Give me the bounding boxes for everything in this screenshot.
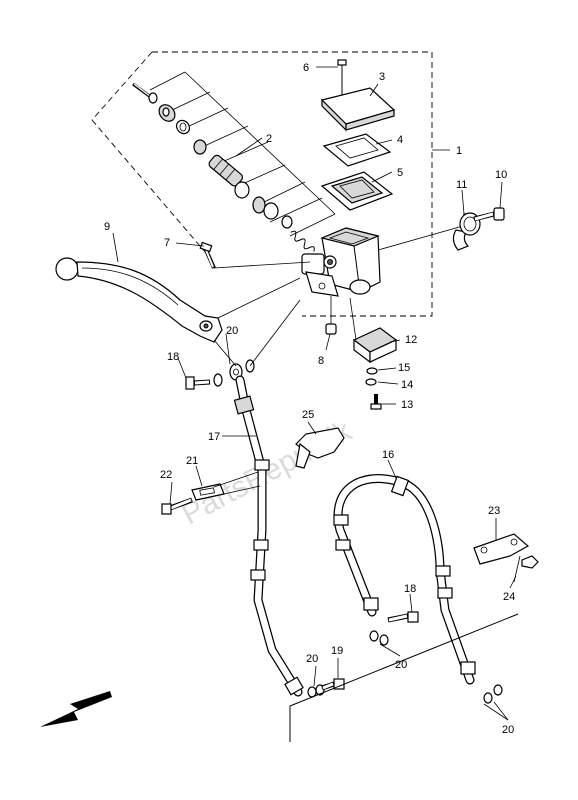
callout-8: 8 — [318, 355, 324, 367]
callout-20-lower-right: 20 — [502, 724, 514, 736]
upper-banjo-connection — [185, 299, 301, 390]
callout-25: 25 — [302, 409, 314, 421]
callout-13: 13 — [401, 399, 413, 411]
callout-12: 12 — [405, 334, 417, 346]
brake-switch-parts — [325, 296, 398, 410]
callout-7: 7 — [164, 237, 170, 249]
callout-20-middle: 20 — [395, 659, 407, 671]
callout-3: 3 — [379, 71, 385, 83]
callout-5: 5 — [397, 167, 403, 179]
callout-18-lower: 18 — [404, 583, 416, 595]
master-cylinder-body — [301, 223, 471, 297]
bracket-25 — [295, 427, 345, 469]
callout-18-upper: 18 — [167, 351, 179, 363]
callout-16: 16 — [382, 449, 394, 461]
callout-4: 4 — [397, 134, 403, 146]
callout-22: 22 — [160, 469, 172, 481]
master-cylinder-group-box — [91, 51, 433, 317]
callout-17: 17 — [208, 431, 220, 443]
brake-lever — [55, 241, 311, 343]
piston-kit-parts — [132, 71, 336, 252]
callout-20-lower-left: 20 — [306, 653, 318, 665]
callout-14: 14 — [401, 379, 413, 391]
bracket-23 — [473, 533, 539, 583]
callout-15: 15 — [398, 362, 410, 374]
lower-brake-hoses — [333, 474, 503, 704]
upper-brake-hose — [233, 375, 304, 697]
callout-6: 6 — [303, 62, 309, 74]
hose-guide — [161, 471, 261, 515]
lower-group-box — [289, 613, 519, 742]
reservoir-cap-stack — [320, 59, 396, 211]
callout-2: 2 — [266, 133, 272, 145]
callout-24: 24 — [503, 591, 515, 603]
callout-19: 19 — [331, 645, 343, 657]
handlebar-clamp — [452, 207, 505, 251]
callout-11: 11 — [456, 179, 467, 191]
callout-9: 9 — [104, 221, 110, 233]
callout-21: 21 — [186, 455, 198, 467]
callout-1: 1 — [456, 145, 462, 157]
callout-20-upper: 20 — [226, 325, 238, 337]
callout-23: 23 — [488, 505, 500, 517]
callout-labels: 1 2 3 4 5 6 7 8 9 10 11 12 13 14 15 16 1… — [104, 62, 515, 736]
lower-left-banjo — [307, 678, 345, 698]
callout-10: 10 — [495, 169, 507, 181]
front-direction-arrow-icon — [40, 691, 112, 727]
leader-lines — [112, 66, 517, 721]
